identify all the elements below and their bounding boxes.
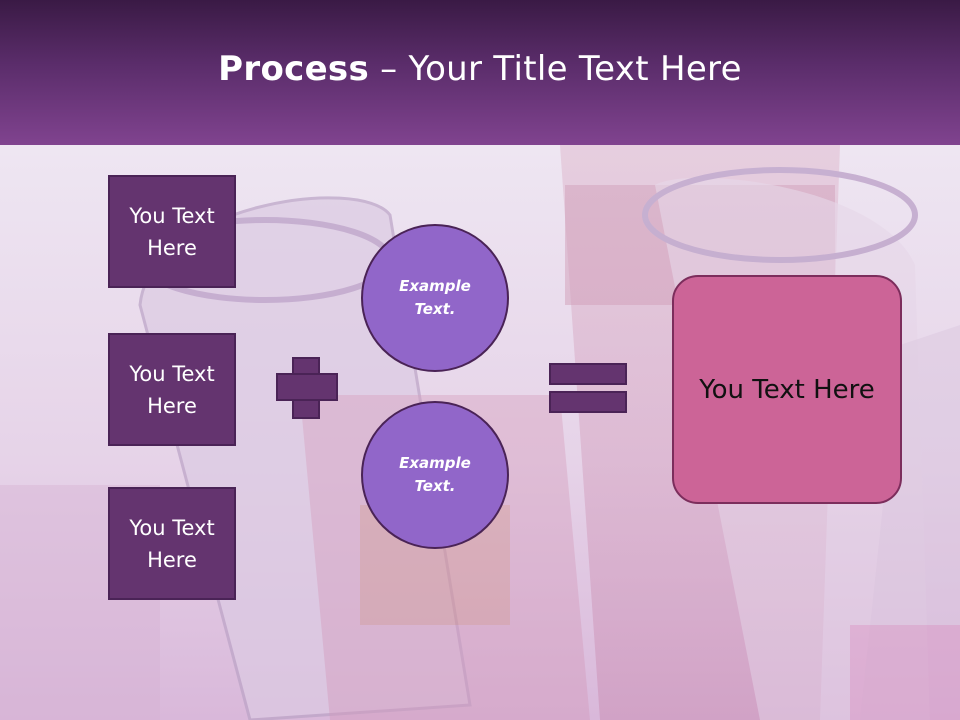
example-circle-2-label: Example Text. — [399, 454, 471, 495]
slide-title: Process – Your Title Text Here — [218, 49, 742, 89]
text-box-3-label: You Text Here — [129, 515, 215, 572]
result-box-label: You Text Here — [699, 374, 875, 405]
equals-icon-bottom-bar — [549, 391, 627, 413]
title-bold: Process — [218, 48, 370, 89]
text-box-1[interactable]: You Text Here — [108, 175, 236, 288]
example-circle-2[interactable]: Example Text. — [361, 401, 509, 549]
example-circle-1-label: Example Text. — [399, 277, 471, 318]
example-circle-1[interactable]: Example Text. — [361, 224, 509, 372]
text-box-2-label: You Text Here — [129, 361, 215, 418]
plus-icon-center — [294, 375, 318, 399]
equals-icon-top-bar — [549, 363, 627, 385]
text-box-3[interactable]: You Text Here — [108, 487, 236, 600]
text-box-1-label: You Text Here — [129, 203, 215, 260]
text-box-2[interactable]: You Text Here — [108, 333, 236, 446]
result-box[interactable]: You Text Here — [672, 275, 902, 504]
title-rest: – Your Title Text Here — [369, 48, 742, 89]
header-band: Process – Your Title Text Here — [0, 0, 960, 145]
